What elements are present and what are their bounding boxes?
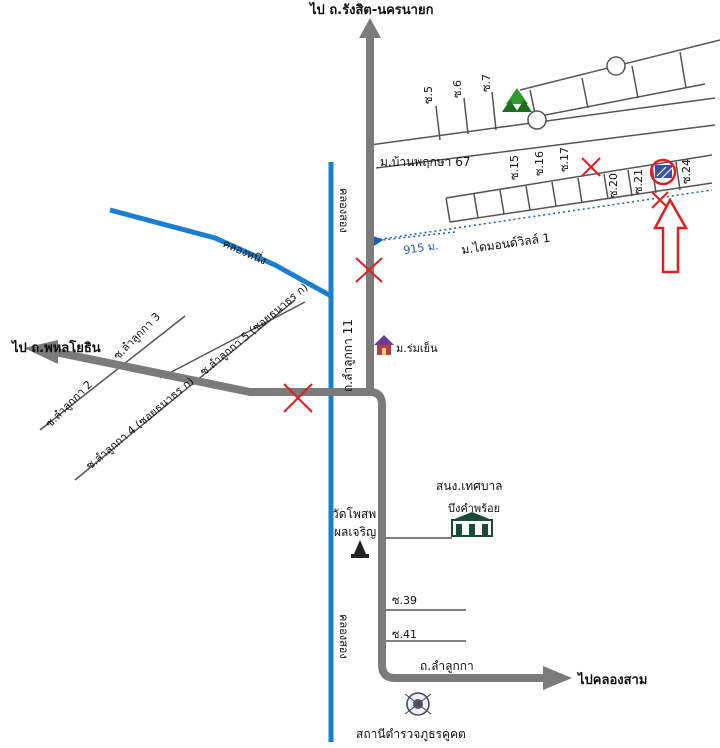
canal-khlong-nueng <box>109 207 333 299</box>
road-lamlukka-11 <box>359 18 381 394</box>
municipal-office-label: สนง.เทศบาล <box>436 479 503 493</box>
east-destination-label: ไปคลองสาม <box>576 671 647 688</box>
canal-song-bottom-label: คลองสอง <box>337 614 350 659</box>
upper-soi-label: ซ.6 <box>451 80 464 98</box>
road-lamlukka-label: ถ.ลำลูกกา <box>420 659 474 674</box>
canal-song-top-label: คลองสอง <box>337 188 350 233</box>
municipal-office-icon <box>451 512 493 537</box>
lower-soi-label: ซ.16 <box>533 151 546 176</box>
temple-label-line1: วัดโพสพ <box>332 507 376 521</box>
lower-soi-label: ซ.15 <box>508 155 521 180</box>
soi-41-label: ซ.41 <box>392 628 417 641</box>
soi-4-label: ซ.ลำลูกกา 4 (ซอยธนาธร ก) <box>84 375 197 473</box>
pointer-arrow-icon <box>652 197 689 274</box>
municipal-sign-label: บึงคำพร้อย <box>448 502 500 515</box>
police-badge-icon <box>404 692 432 716</box>
lower-soi-label: ซ.24 <box>680 159 693 184</box>
lower-soi-label: ซ.21 <box>632 169 645 194</box>
temple-label-line2: ผลเจริญ <box>334 525 376 539</box>
closed-x-icon <box>283 157 669 413</box>
house-icon <box>374 335 394 355</box>
soi-39-label: ซ.39 <box>392 594 417 607</box>
village-prueksa-label: ม.บ้านพฤกษา 67 <box>380 155 470 169</box>
police-station-label: สถานีตำรวจภูธรคูคต <box>356 727 466 742</box>
north-destination-label: ไป ถ.รังสิต-นครนายก <box>308 1 434 18</box>
distance-label: 915 ม. <box>403 239 440 257</box>
road-west <box>24 340 374 396</box>
distance-arrow <box>370 231 456 248</box>
upper-soi-label: ซ.7 <box>480 74 493 92</box>
soi-2-label: ซ.ลำลูกกา 2 <box>43 378 95 430</box>
west-sois <box>39 299 306 481</box>
soi-5-label: ซ.ลำลูกกา 5 (ซอยธนาธร ก) <box>198 281 311 379</box>
village-prueksa-grid <box>369 39 720 169</box>
road-11-label: ถ.ลำลูกกา 11 <box>341 319 356 392</box>
upper-soi-label: ซ.5 <box>422 86 435 104</box>
south-branches <box>386 537 466 642</box>
road-south <box>369 388 572 690</box>
lower-soi-label: ซ.17 <box>558 147 571 172</box>
west-destination-label: ไป ถ.พหลโยธิน <box>10 339 101 356</box>
rom-yen-label: ม.ร่มเย็น <box>396 341 438 355</box>
lower-soi-label: ซ.20 <box>607 173 620 198</box>
destination-circle-icon <box>649 158 677 186</box>
canal-nueng-label: คลองหนึ่ง <box>221 235 269 268</box>
tree-icon <box>502 88 532 112</box>
village-diamond-label: ม.ไดมอนด์วิลล์ 1 <box>460 231 551 257</box>
temple-icon <box>351 540 369 558</box>
